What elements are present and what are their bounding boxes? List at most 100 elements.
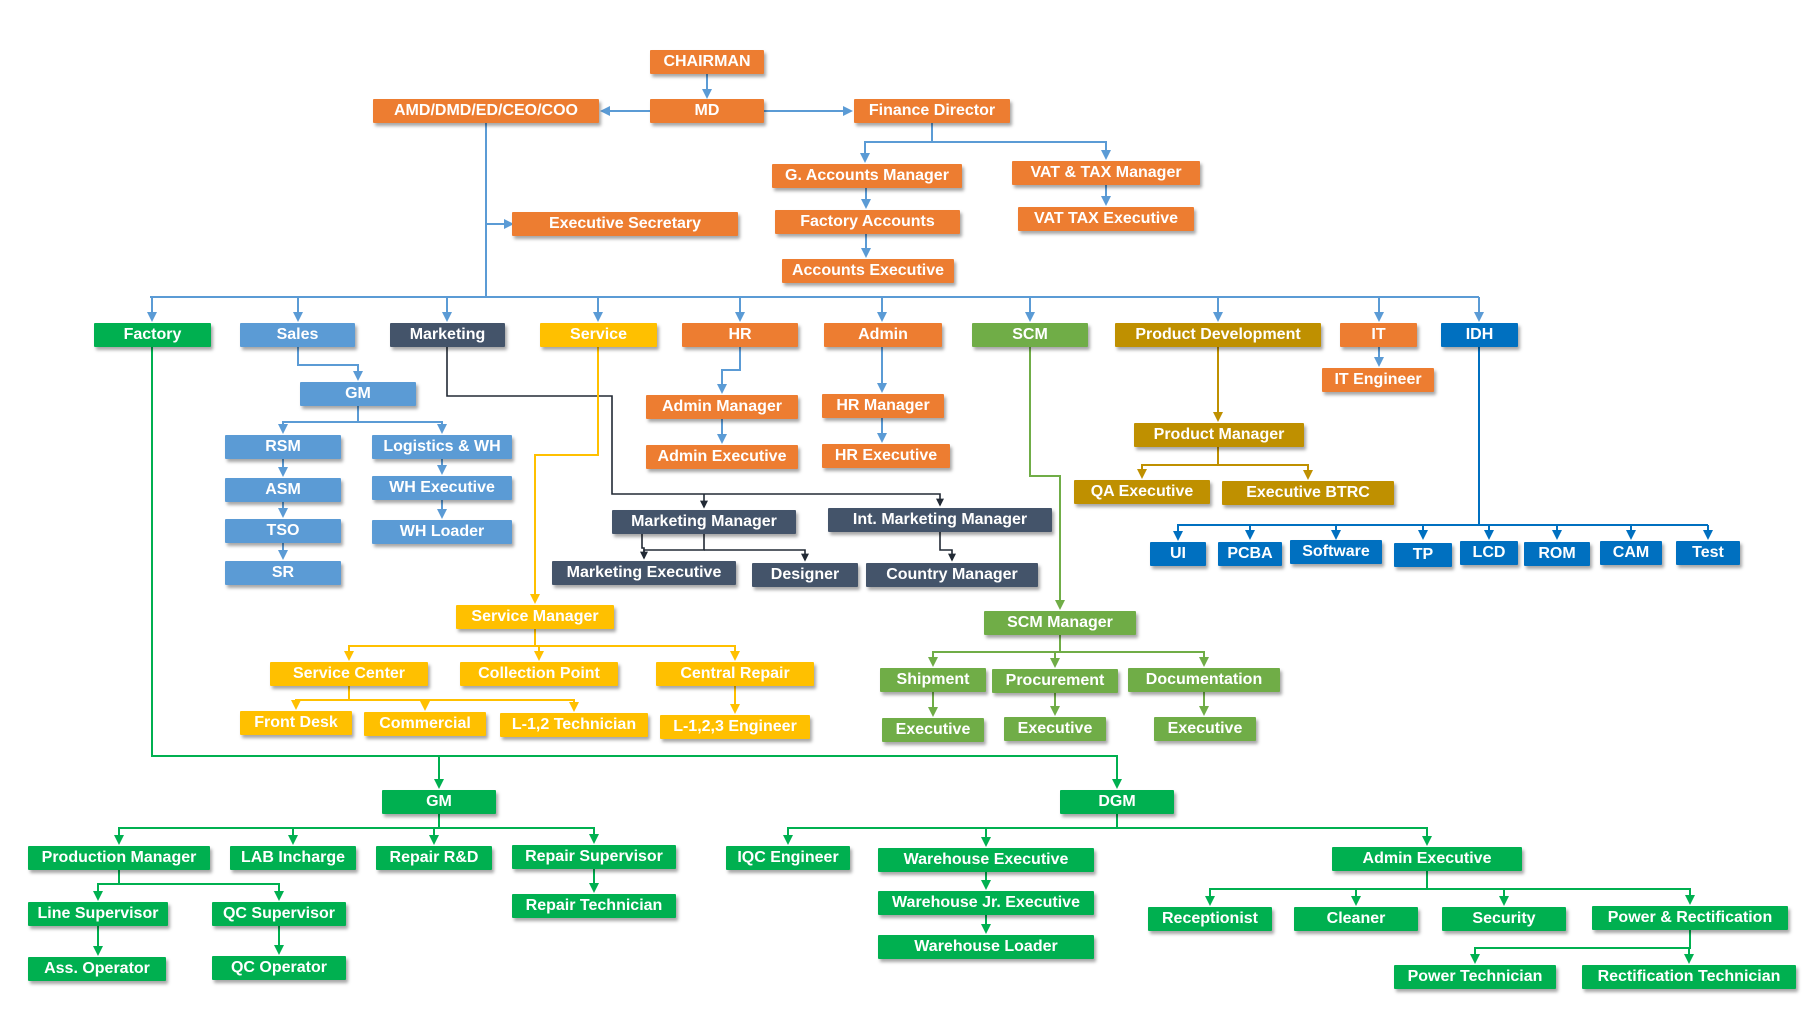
connector-line xyxy=(1029,347,1065,610)
dept-sales-box: Sales xyxy=(240,323,355,347)
dept-admin-box: Admin xyxy=(824,323,942,347)
connector-line xyxy=(535,645,740,661)
hr-admin-manager-box: Admin Manager xyxy=(646,395,798,419)
connector-line xyxy=(1351,888,1427,906)
dept-marketing-box: Marketing xyxy=(390,323,505,347)
designer-box: Designer xyxy=(752,563,858,587)
dept-hr-box: HR xyxy=(682,323,798,347)
ass-operator-box: Ass. Operator xyxy=(28,957,166,981)
production-manager-box: Production Manager xyxy=(28,846,210,870)
cleaner-box: Cleaner xyxy=(1294,907,1418,931)
connector-line xyxy=(932,141,1111,160)
dept-scm-box: SCM xyxy=(972,323,1088,347)
security-box: Security xyxy=(1442,907,1566,931)
connector-line xyxy=(530,347,599,604)
idh-item-box: Software xyxy=(1290,540,1382,564)
documentation-box: Documentation xyxy=(1128,668,1280,692)
tso-box: TSO xyxy=(225,519,341,543)
connector-line xyxy=(1050,651,1060,668)
g-accounts-manager-box: G. Accounts Manager xyxy=(772,164,962,188)
wh-loader-box: WH Loader xyxy=(372,520,512,544)
it-engineer-box: IT Engineer xyxy=(1322,368,1434,392)
connector-line xyxy=(278,406,359,434)
connector-line xyxy=(717,347,741,394)
service-center-box: Service Center xyxy=(270,662,428,686)
connector-line xyxy=(119,883,284,901)
line-supervisor-box: Line Supervisor xyxy=(28,902,168,926)
connector-line xyxy=(358,421,447,434)
repair-supervisor-box: Repair Supervisor xyxy=(512,845,676,869)
idh-item-box: PCBA xyxy=(1218,542,1282,566)
connector-line xyxy=(429,827,439,845)
connector-line xyxy=(1684,947,1694,964)
idh-item-box: Test xyxy=(1676,541,1740,565)
idh-item-box: UI xyxy=(1150,542,1206,566)
qa-executive-box: QA Executive xyxy=(1074,480,1210,504)
connector-line xyxy=(297,347,363,381)
connector-line xyxy=(291,686,350,710)
front-desk-box: Front Desk xyxy=(240,711,352,735)
scm-executive-box: Executive xyxy=(1004,717,1106,741)
hr-admin-executive-box: Admin Executive xyxy=(646,445,798,469)
dept-product-development-box: Product Development xyxy=(1115,323,1321,347)
commercial-box: Commercial xyxy=(364,712,486,736)
scm-executive-box: Executive xyxy=(1154,717,1256,741)
scm-executive-box: Executive xyxy=(882,718,984,742)
dept-it-box: IT xyxy=(1340,323,1417,347)
factory-accounts-box: Factory Accounts xyxy=(775,210,960,234)
sales-gm-box: GM xyxy=(300,382,416,406)
power-rectification-box: Power & Rectification xyxy=(1592,906,1788,930)
rectification-technician-box: Rectification Technician xyxy=(1582,965,1796,989)
qc-operator-box: QC Operator xyxy=(212,956,346,980)
connector-line xyxy=(1218,464,1313,480)
iqc-engineer-box: IQC Engineer xyxy=(726,846,850,870)
connector-line xyxy=(344,629,536,661)
vat-tax-manager-box: VAT & TAX Manager xyxy=(1012,161,1200,185)
receptionist-box: Receptionist xyxy=(1148,907,1272,931)
qc-supervisor-box: QC Supervisor xyxy=(212,902,346,926)
warehouse-executive-box: Warehouse Executive xyxy=(878,848,1094,872)
lab-incharge-box: LAB Incharge xyxy=(230,846,356,870)
connector-line xyxy=(349,699,579,712)
l123-engineer-box: L-1,2,3 Engineer xyxy=(660,715,810,739)
country-manager-box: Country Manager xyxy=(866,563,1038,587)
idh-item-box: CAM xyxy=(1600,541,1662,565)
connector-line xyxy=(704,549,809,562)
connector-line xyxy=(446,347,944,507)
factory-dgm-box: DGM xyxy=(1060,790,1174,814)
connector-line xyxy=(439,827,599,844)
asm-box: ASM xyxy=(225,478,341,502)
idh-item-box: LCD xyxy=(1460,541,1518,565)
collection-point-box: Collection Point xyxy=(460,662,618,686)
wh-executive-box: WH Executive xyxy=(372,476,512,500)
rsm-box: RSM xyxy=(225,435,341,459)
dept-service-box: Service xyxy=(540,323,657,347)
service-manager-box: Service Manager xyxy=(456,605,614,629)
factory-gm-box: GM xyxy=(382,790,496,814)
executive-btrc-box: Executive BTRC xyxy=(1222,481,1394,505)
dept-factory-box: Factory xyxy=(94,323,211,347)
scm-manager-box: SCM Manager xyxy=(984,611,1136,635)
connector-line xyxy=(860,123,933,163)
product-manager-box: Product Manager xyxy=(1134,423,1304,447)
procurement-box: Procurement xyxy=(992,669,1118,693)
l12-technician-box: L-1,2 Technician xyxy=(500,713,648,737)
idh-item-box: ROM xyxy=(1524,542,1590,566)
executive-secretary-box: Executive Secretary xyxy=(512,212,738,236)
connector-line xyxy=(783,814,1118,845)
sr-box: SR xyxy=(225,561,341,585)
connector-line xyxy=(1060,651,1209,667)
connector-line xyxy=(1427,888,1695,905)
admin-hr-manager-box: HR Manager xyxy=(822,394,944,418)
factory-admin-executive-box: Admin Executive xyxy=(1332,847,1522,871)
admin-hr-executive-box: HR Executive xyxy=(822,444,950,468)
connector-line xyxy=(640,534,705,560)
warehouse-loader-box: Warehouse Loader xyxy=(878,935,1094,959)
connector-line xyxy=(1137,447,1219,479)
warehouse-jr-executive-box: Warehouse Jr. Executive xyxy=(878,891,1094,915)
connector-line xyxy=(1470,930,1691,964)
connector-line xyxy=(151,347,1122,789)
connector-line xyxy=(114,814,440,845)
